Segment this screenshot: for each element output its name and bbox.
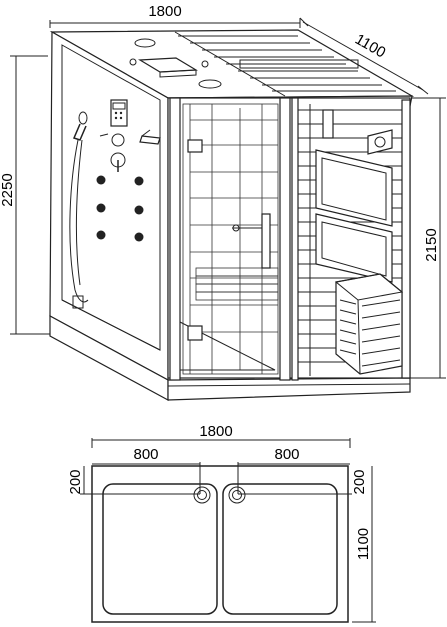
sauna-backrest	[315, 149, 393, 283]
roof-vent	[239, 59, 359, 69]
dim-top-width: 1800	[49, 3, 301, 28]
dim-plan-left-width: 800	[92, 446, 201, 494]
hand-shower-icon	[69, 111, 89, 309]
dim-plan-total-width: 1800	[91, 423, 351, 448]
cabin-3d-view: 1800 1100 2250 2150	[0, 3, 446, 402]
dim-left-height: 2250	[0, 55, 50, 335]
plan-right-tray	[222, 483, 338, 615]
label-depth: 1100	[352, 31, 388, 62]
label-left-height: 2250	[0, 173, 16, 206]
shower-light-icon	[187, 139, 203, 153]
cabin-plan-view: 1800 800 800 200 200	[67, 423, 376, 623]
label-plan-right-width: 800	[274, 446, 299, 463]
roof-fan-icon	[198, 79, 222, 89]
label-plan-total-width: 1800	[199, 423, 232, 440]
dim-plan-right-width: 800	[237, 446, 350, 494]
sauna-light-icon	[367, 129, 393, 155]
sauna-control-icon	[322, 109, 334, 139]
roof-speaker-icon	[134, 38, 156, 48]
label-top-width: 1800	[148, 3, 181, 20]
shower-glass-door	[179, 103, 279, 375]
left-drain-icon	[193, 486, 211, 504]
massage-jets-icon	[96, 175, 144, 242]
label-plan-left-offset: 200	[67, 469, 84, 494]
cabin-front	[167, 97, 411, 401]
sauna-heater-icon	[334, 273, 404, 375]
roof-slats	[174, 31, 396, 97]
plan-left-tray	[102, 483, 218, 615]
control-panel-icon	[110, 99, 128, 127]
mixer-valve-icon	[99, 133, 126, 172]
dim-right-height: 2150	[408, 97, 446, 379]
plan-outer-base	[91, 465, 349, 623]
dim-plan-depth: 1100	[352, 466, 376, 623]
label-plan-left-width: 800	[133, 446, 158, 463]
shower-outlet-icon	[187, 325, 203, 341]
door-handle-icon	[232, 213, 271, 269]
cabin-left-side	[49, 30, 169, 402]
shelf-icon	[139, 129, 161, 145]
right-drain-icon	[228, 486, 246, 504]
label-right-height: 2150	[423, 228, 440, 261]
label-plan-depth: 1100	[355, 528, 372, 560]
label-plan-right-offset: 200	[351, 469, 368, 494]
dim-plan-left-offset: 200	[67, 466, 200, 495]
